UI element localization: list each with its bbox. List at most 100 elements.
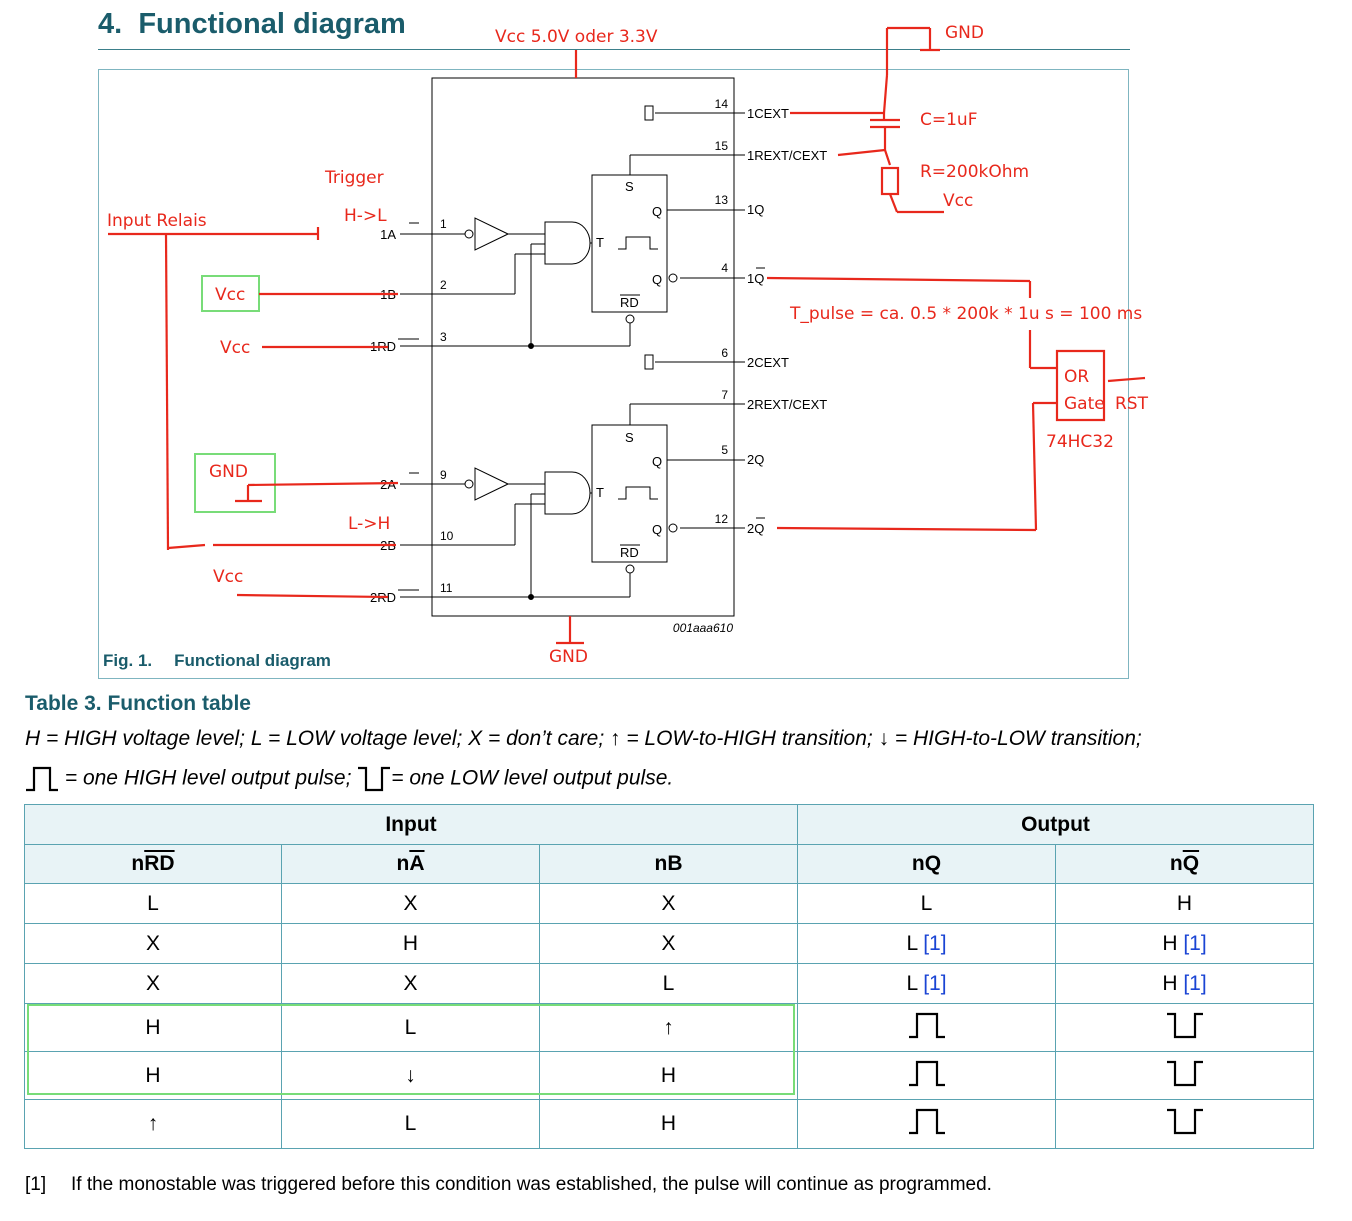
ff2-rd-label: RD	[620, 545, 639, 560]
high-pulse-icon	[908, 1108, 945, 1135]
or-gate-label-1: OR	[1064, 367, 1089, 387]
col-header-nb: nB	[539, 844, 798, 884]
section-title: Functional diagram	[138, 8, 406, 40]
high-pulse-icon	[908, 1060, 945, 1086]
cell-na: ↓	[281, 1051, 540, 1100]
ff2-s-label: S	[625, 430, 634, 445]
cell-na: X	[281, 963, 540, 1004]
pin-number: 3	[440, 330, 447, 344]
or-gate-label-2: Gate	[1064, 394, 1105, 414]
ff2-qbar-label: Q	[652, 522, 662, 537]
pin-number: 14	[715, 97, 729, 111]
cell-nqbar	[1055, 1003, 1314, 1052]
cell-nrd: L	[24, 883, 282, 924]
cell-nb: H	[539, 1051, 798, 1100]
col-header-nq: nQ	[797, 844, 1056, 884]
group-header-input: Input	[24, 804, 798, 845]
trigger-label: Trigger	[324, 168, 384, 188]
footnote-ref[interactable]: [1]	[923, 931, 947, 955]
pin-number: 7	[721, 388, 728, 402]
cell-nq: L [1]	[797, 963, 1056, 1004]
table-row: X H X L [1] H [1]	[24, 923, 1314, 964]
pin-number: 6	[721, 346, 728, 360]
heading-rule	[98, 49, 1130, 50]
ff1-qbar-label: Q	[652, 272, 662, 287]
red-wiring	[108, 26, 1146, 645]
pin-label-1a: 1A	[380, 227, 396, 242]
cell-nqbar: H [1]	[1055, 963, 1314, 1004]
footnote: [1]If the monostable was triggered befor…	[25, 1174, 992, 1196]
figure-title: Functional diagram	[174, 651, 331, 670]
part-code: 001aaa610	[673, 621, 733, 635]
gate-part-label: 74HC32	[1046, 432, 1114, 452]
pin-number: 2	[440, 278, 447, 292]
pin-label-1cext: 1CEXT	[747, 106, 789, 121]
pin-label-2q: 2Q	[747, 452, 764, 467]
table-title: Table 3. Function table	[25, 692, 251, 715]
cell-nrd: X	[24, 963, 282, 1004]
table-row: H ↓ H	[24, 1051, 1314, 1100]
ff1-s-label: S	[625, 179, 634, 194]
cell-nqbar: H	[1055, 883, 1314, 924]
pin-label-1rext: 1REXT/CEXT	[747, 148, 827, 163]
pin-number: 13	[715, 193, 729, 207]
footnote-ref[interactable]: [1]	[1183, 931, 1207, 955]
pin-number: 4	[721, 261, 728, 275]
ff2-q-label: Q	[652, 454, 662, 469]
high-pulse-icon	[908, 1012, 945, 1038]
pin-number: 9	[440, 468, 447, 482]
pin-label-2rext: 2REXT/CEXT	[747, 397, 827, 412]
ff2-t-label: T	[596, 485, 604, 500]
capacitor-label: C=1uF	[920, 110, 977, 130]
vcc-2rd-label: Vcc	[213, 567, 243, 587]
pulse-formula: T_pulse = ca. 0.5 * 200k * 1u s = 100 ms	[789, 304, 1142, 324]
pin-number: 5	[721, 443, 728, 457]
cell-na: X	[281, 883, 540, 924]
pin-label-1q: 1Q	[747, 202, 764, 217]
figure-number: Fig. 1.	[103, 651, 153, 670]
legend-line-2: = one HIGH level output pulse; = one LOW…	[25, 766, 673, 792]
gnd-2a-label: GND	[209, 462, 248, 482]
gnd-bottom-label: GND	[549, 647, 588, 667]
high-pulse-icon	[26, 766, 58, 792]
cell-nrd: X	[24, 923, 282, 964]
red-annotations: Vcc 5.0V oder 3.3V GND C=1uF R=200kOhm V…	[107, 23, 1149, 667]
cell-nb: X	[539, 923, 798, 964]
footnote-ref[interactable]: [1]	[1183, 971, 1207, 995]
cell-nqbar: H [1]	[1055, 923, 1314, 964]
figure-caption: Fig. 1. Functional diagram	[103, 651, 331, 671]
diagram-frame	[98, 69, 1129, 679]
footnote-text: If the monostable was triggered before t…	[71, 1174, 992, 1195]
footnote-ref[interactable]: [1]	[923, 971, 947, 995]
table-row: L X X L H	[24, 883, 1314, 924]
table-row: ↑ L H	[24, 1099, 1314, 1149]
pin-label-2qbar: 2Q	[747, 521, 764, 536]
col-header-nrd: nRD	[24, 844, 282, 884]
col-header-na: nA	[281, 844, 540, 884]
gnd-top-label: GND	[945, 23, 984, 43]
chip-schematic	[398, 77, 765, 617]
table-row: X X L L [1] H [1]	[24, 963, 1314, 1004]
chip-body	[431, 77, 735, 617]
cell-nb: L	[539, 963, 798, 1004]
low-pulse-icon	[1166, 1108, 1203, 1135]
pin-number: 10	[440, 529, 454, 543]
pin-number: 12	[715, 512, 729, 526]
trigger-rows-highlight	[27, 1004, 795, 1095]
cell-nrd: H	[24, 1051, 282, 1100]
legend-low-pulse: = one LOW level output pulse.	[391, 766, 674, 790]
trigger-edge-falling: H->L	[344, 206, 387, 226]
cell-nq: L	[797, 883, 1056, 924]
cell-na: L	[281, 1099, 540, 1149]
functional-diagram: 1A 1B 1RD 2A 2B 2RD 1 2 3 9 10 11 14 15 …	[107, 23, 1149, 667]
input-relais-label: Input Relais	[107, 211, 207, 231]
cell-nb: X	[539, 883, 798, 924]
section-number: 4.	[98, 8, 123, 40]
trigger-edge-rising: L->H	[348, 514, 390, 534]
cell-na: H	[281, 923, 540, 964]
section-heading: 4. Functional diagram	[98, 8, 406, 41]
group-header-output: Output	[797, 804, 1314, 845]
pin-label-2a: 2A	[380, 477, 396, 492]
pin-number: 1	[440, 217, 447, 231]
pin-number: 15	[715, 139, 729, 153]
